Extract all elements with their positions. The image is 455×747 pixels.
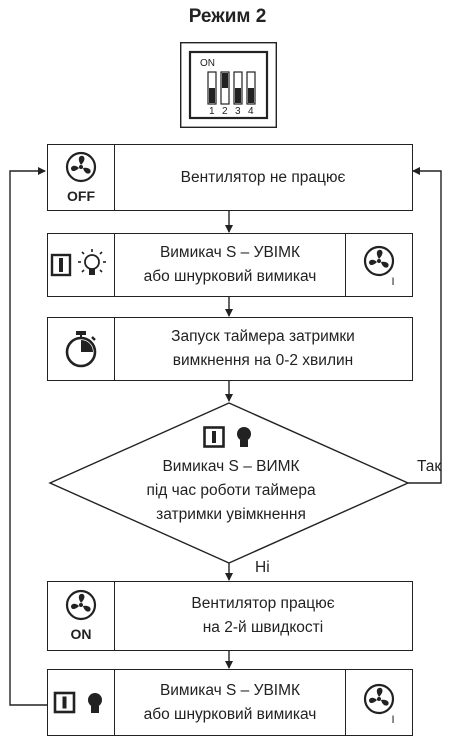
decision-line1: Вимикач S – ВИМК xyxy=(162,458,300,475)
timer-icon-cell xyxy=(48,318,115,380)
dip-number-3: 3 xyxy=(235,106,241,117)
switch-lamp-off-icon xyxy=(203,426,251,448)
switch-final-line1: Вимикач S – УВІМК xyxy=(159,681,301,699)
dip-on-label: ON xyxy=(200,58,215,69)
decision-no-label: Ні xyxy=(255,559,270,576)
fan-running-icon: I xyxy=(363,245,395,287)
timer-text-cell: Запуск таймера затримки вимкнення на 0-2… xyxy=(114,318,412,380)
dip-switch: ON 1 2 3 4 xyxy=(179,41,277,128)
fan-final-icon: I xyxy=(363,683,395,725)
fan-off-icon-cell: OFF xyxy=(48,145,115,210)
timer-line1: Запуск таймера затримки xyxy=(171,328,355,345)
step-timer: Запуск таймера затримки вимкнення на 0-2… xyxy=(47,317,413,381)
fan-running-icon-cell: I xyxy=(345,234,412,296)
dip-number-1: 1 xyxy=(209,106,215,117)
fan-on-icon: ON xyxy=(65,589,97,642)
decision-line3: затримки увімкнення xyxy=(156,506,306,523)
switch-final-text-cell: Вимикач S – УВІМК або шнурковий вимикач xyxy=(114,670,346,735)
arrow-yes-loop xyxy=(408,167,442,484)
fan-on-line1: Вентилятор працює xyxy=(191,595,335,612)
fan-off-icon: OFF xyxy=(65,151,97,204)
fan-on-line2: на 2-й швидкості xyxy=(202,619,324,636)
decision-line2: під час роботи таймера xyxy=(146,482,316,499)
step-switch-on: Вимикач S – УВІМК або шнурковий вимикач … xyxy=(47,233,413,297)
switch-on-line1: Вимикач S – УВІМК xyxy=(159,244,301,261)
timer-icon xyxy=(65,331,97,368)
fan-final-icon-cell: I xyxy=(345,670,412,735)
dip-number-2: 2 xyxy=(222,106,228,117)
step-fan-off: OFF Вентилятор не працює xyxy=(47,144,413,211)
timer-line2: вимкнення на 0-2 хвилин xyxy=(172,352,354,369)
decision-text: Вимикач S – ВИМК під час роботи таймера … xyxy=(120,455,342,527)
decision-yes-label: Так xyxy=(417,458,442,475)
fan-off-icon-text: OFF xyxy=(67,188,95,204)
fan-final-mark: I xyxy=(391,714,394,725)
switch-on-line2: або шнурковий вимикач xyxy=(143,268,317,285)
step-switch-on-final: Вимикач S – УВІМК або шнурковий вимикач … xyxy=(47,669,413,736)
switch-on-text-cell: Вимикач S – УВІМК або шнурковий вимикач xyxy=(114,234,346,296)
step-fan-on: ON Вентилятор працює на 2-й швидкості xyxy=(47,581,413,651)
fan-on-icon-cell: ON xyxy=(48,582,115,650)
fan-off-text-cell: Вентилятор не працює xyxy=(114,145,412,210)
switch-lamp-icon xyxy=(53,691,102,713)
fan-on-icon-text: ON xyxy=(71,626,92,642)
switch-final-line2: або шнурковий вимикач xyxy=(143,705,317,723)
switch-final-icon-cell xyxy=(48,670,115,735)
switch-lamp-on-icon xyxy=(50,249,106,277)
fan-running-mark: I xyxy=(391,276,394,287)
dip-switch-graphic xyxy=(179,41,277,128)
decision-icons xyxy=(203,426,263,448)
arrow-return-loop xyxy=(9,167,47,706)
switch-icon-cell xyxy=(48,234,115,296)
fan-on-text-cell: Вентилятор працює на 2-й швидкості xyxy=(114,582,412,650)
fan-off-text: Вентилятор не працює xyxy=(180,168,346,186)
diagram-title: Режим 2 xyxy=(188,6,267,27)
decision-diamond xyxy=(48,402,410,564)
dip-number-4: 4 xyxy=(248,106,254,117)
